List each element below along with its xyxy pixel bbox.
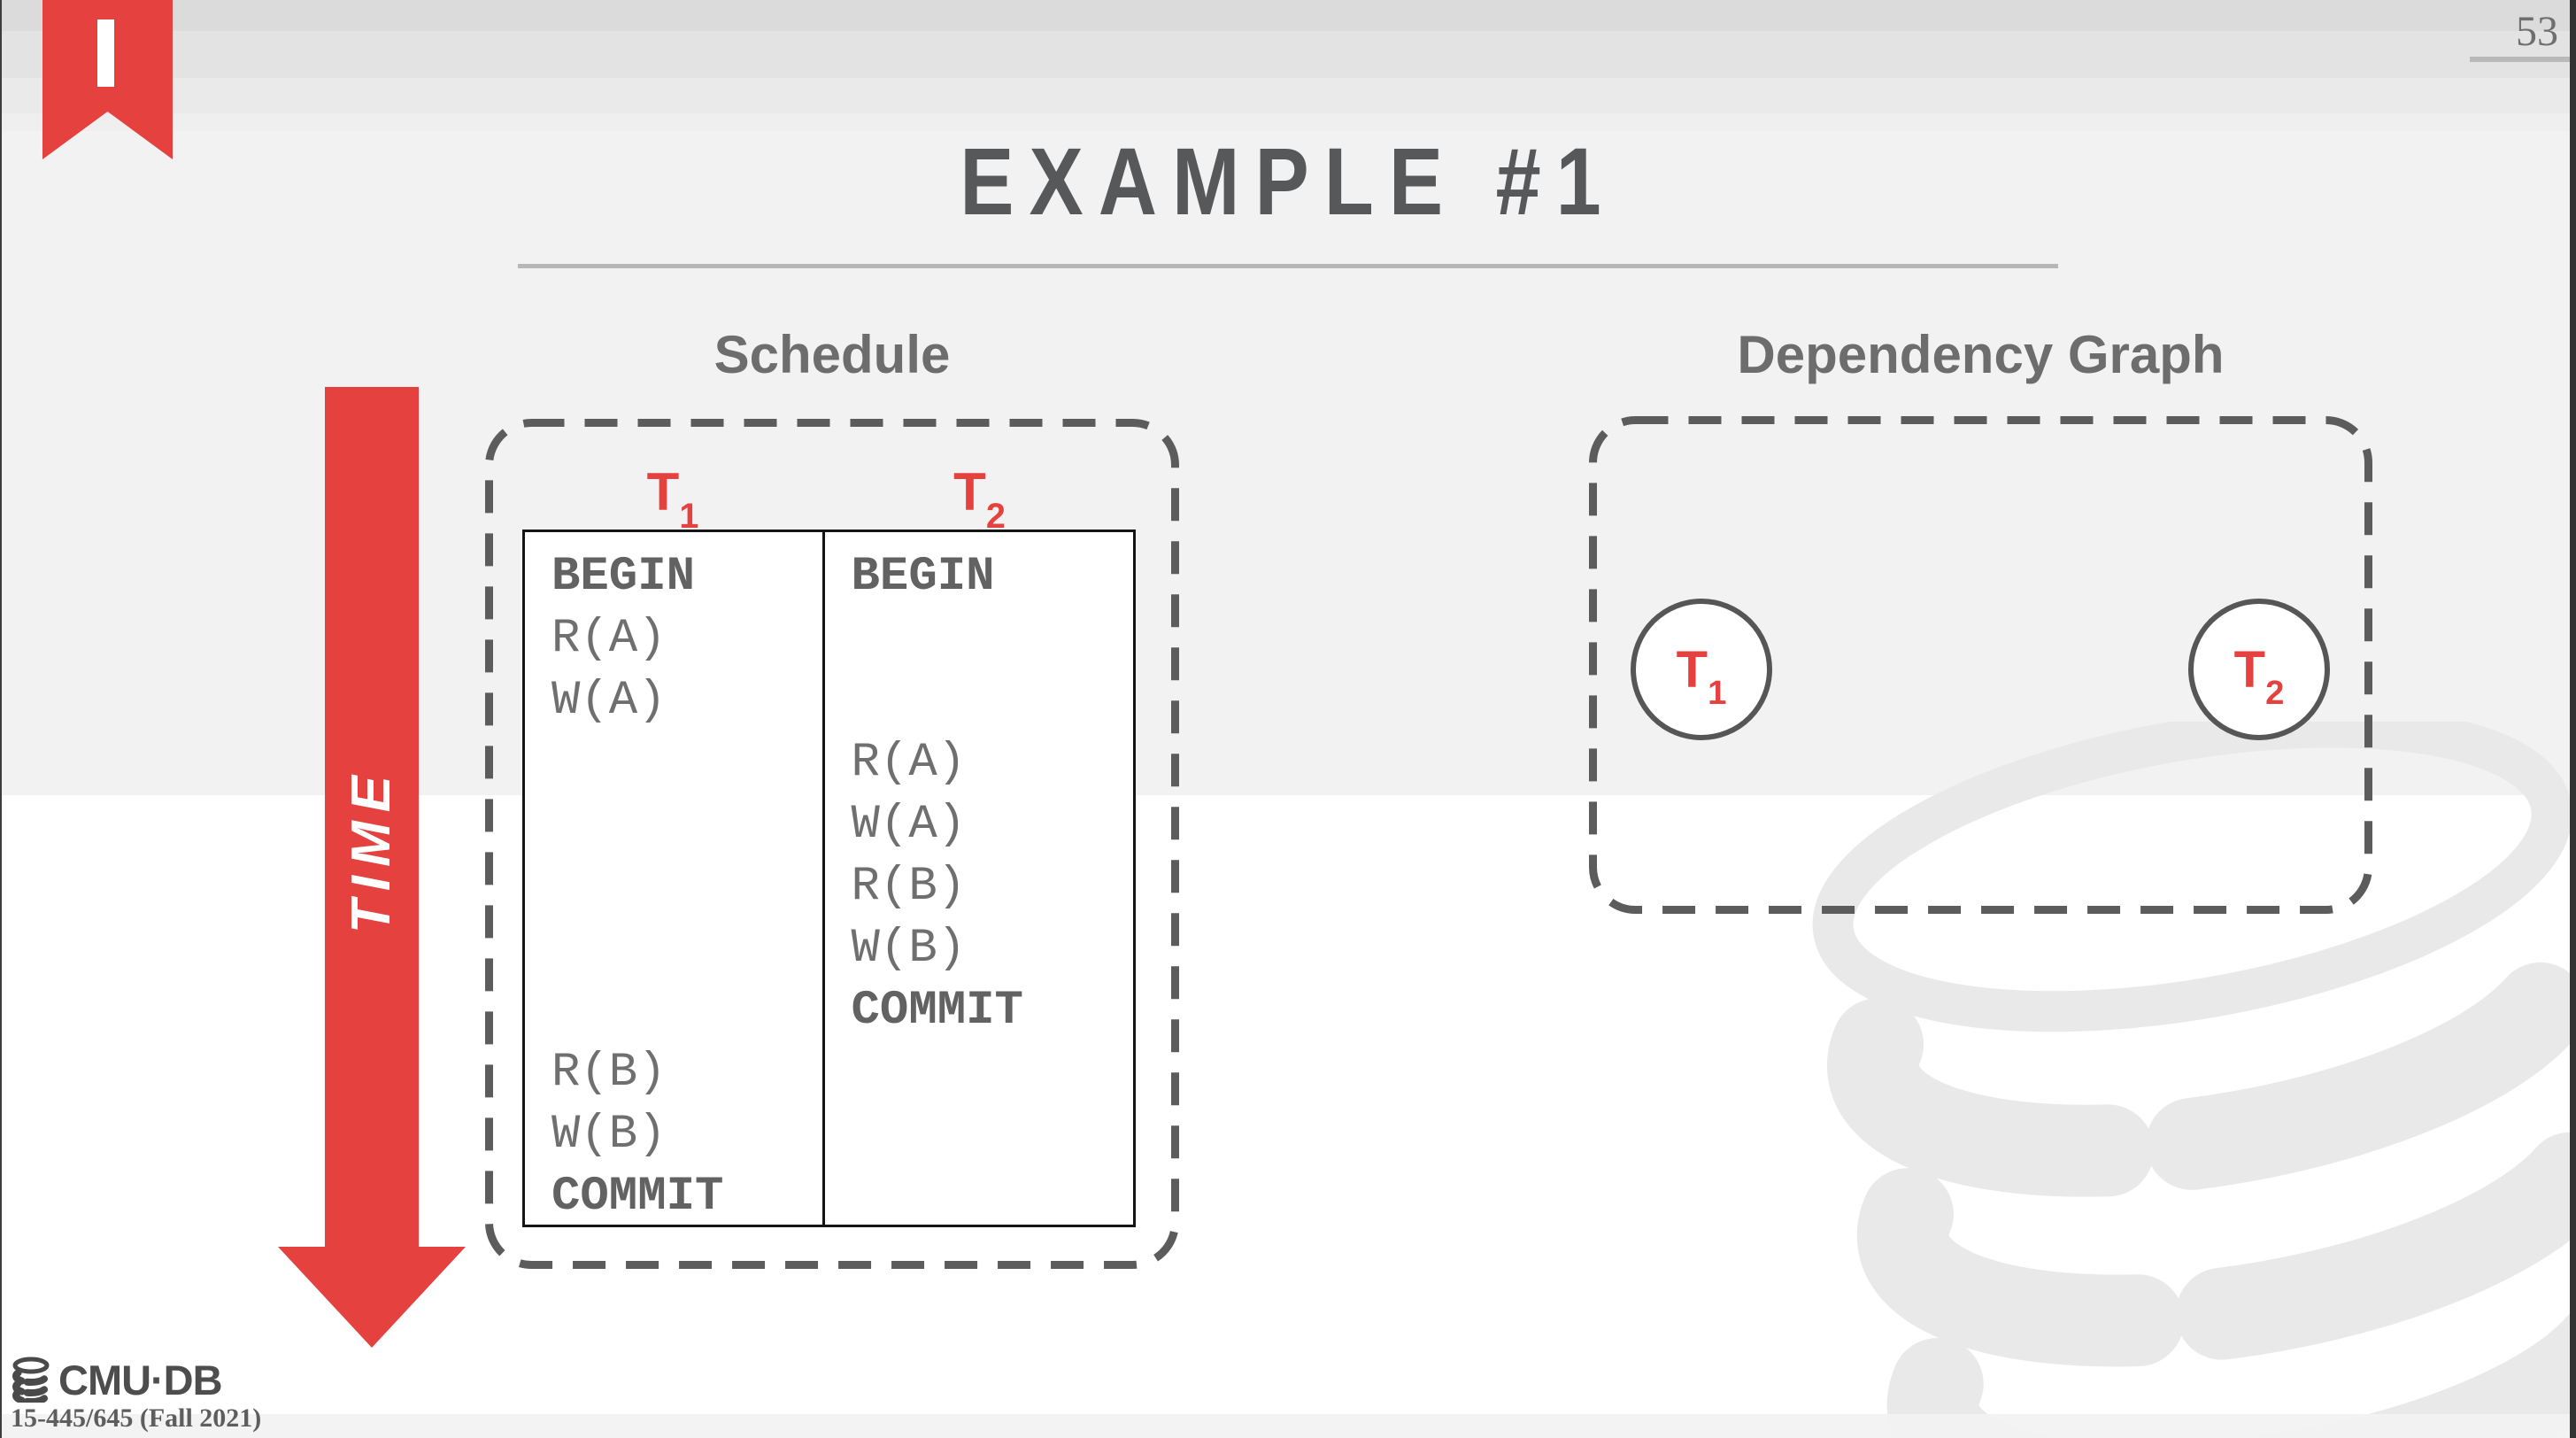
right-edge-border (2570, 0, 2576, 1438)
left-edge-border (0, 0, 2, 1438)
node-t2-label: T2 (2233, 640, 2285, 712)
schedule-op: R(B) (851, 860, 967, 914)
t1-sub: 1 (679, 497, 699, 537)
schedule-op: R(B) (551, 1046, 667, 1100)
schedule-op: W(B) (851, 922, 967, 976)
schedule-op: BEGIN (851, 550, 995, 604)
schedule-op: W(B) (551, 1108, 667, 1162)
schedule-op: W(A) (851, 798, 967, 852)
page-number-underline (2470, 57, 2576, 62)
course-label: 15-445/645 (Fall 2021) (11, 1403, 262, 1433)
schedule-column-header-t1: T1 (522, 457, 823, 534)
schedule-op (852, 1104, 1133, 1166)
node-t1-label: T1 (1676, 640, 1727, 712)
page-number: 53 (2516, 8, 2558, 55)
database-watermark-icon (1812, 722, 2576, 1438)
schedule-op (852, 1166, 1133, 1228)
ribbon-bar (97, 19, 114, 87)
schedule-column-t1: BEGIN R(A) W(A) R(B) W(B) COMMIT (525, 532, 825, 1225)
background-header (0, 0, 2576, 795)
dependency-graph-dashed-box (1589, 416, 2372, 914)
dependency-node-t2: T2 (2188, 599, 2330, 740)
schedule-op: R(A) (551, 612, 667, 666)
schedule-op (551, 856, 822, 918)
schedule-op: BEGIN (551, 550, 696, 604)
t2-label: T (953, 462, 986, 522)
dependency-graph-heading: Dependency Graph (1737, 325, 2225, 384)
schedule-op: R(A) (851, 736, 967, 790)
schedule-op: W(A) (551, 674, 667, 728)
cmu-db-logo: CMU·DB (11, 1355, 223, 1404)
schedule-op: COMMIT (851, 984, 1023, 1038)
schedule-op (551, 794, 822, 856)
schedule-op: COMMIT (551, 1170, 724, 1224)
schedule-op (551, 980, 822, 1042)
cmu-db-logo-text: CMU·DB (58, 1356, 223, 1403)
title-underline (518, 264, 2058, 268)
time-arrow-label: TIME (341, 766, 402, 934)
schedule-heading: Schedule (713, 325, 951, 384)
slide-title: EXAMPLE #1 (960, 128, 1616, 235)
footer-band (0, 1414, 2576, 1438)
schedule-column-t2: BEGIN R(A) W(A) R(B) W(B) COMMIT (825, 532, 1133, 1225)
schedule-table: BEGIN R(A) W(A) R(B) W(B) COMMIT BEGIN R… (522, 530, 1136, 1227)
t2-sub: 2 (985, 497, 1006, 537)
time-arrow-shaft (325, 387, 419, 1250)
schedule-op (852, 608, 1133, 670)
schedule-op (551, 732, 822, 794)
schedule-op (852, 670, 1133, 732)
schedule-column-header-t2: T2 (823, 457, 1136, 534)
time-arrow-head (278, 1247, 466, 1348)
schedule-op (852, 1042, 1133, 1104)
dependency-node-t1: T1 (1631, 599, 1772, 740)
cmu-db-logo-icon (12, 1357, 50, 1403)
schedule-op (551, 918, 822, 980)
t1-label: T (646, 462, 680, 522)
